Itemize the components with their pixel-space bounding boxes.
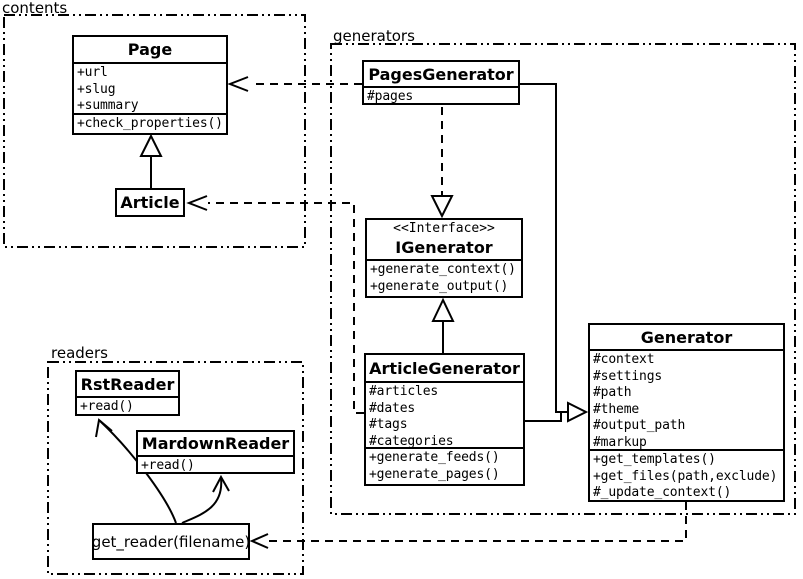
get-reader-label: get_reader(filename) [91, 532, 251, 551]
class-generator-attributes: #context #settings #path #theme #output_… [590, 349, 783, 449]
class-articlegenerator-name: ArticleGenerator [369, 358, 520, 378]
readers-package-border [47, 361, 304, 575]
class-generator-methods: +get_templates() +get_files(path,exclude… [590, 449, 783, 500]
rel-generator-depends-on-getreader [249, 502, 687, 549]
class-page-attributes: +url +slug +summary [74, 62, 226, 113]
class-page: Page +url +slug +summary +check_properti… [72, 35, 228, 135]
rel-generators-inherit-generator [520, 83, 589, 423]
generators-package-label: generators [333, 27, 415, 45]
class-articlegenerator-methods: +generate_feeds() +generate_pages() [366, 447, 523, 484]
class-article-name: Article [120, 193, 180, 212]
class-articlegenerator-attributes: #articles #dates #tags #categories [366, 381, 523, 447]
class-rstreader-name: RstReader [80, 374, 175, 394]
rel-article-inherits-page [139, 133, 163, 188]
class-generator-name: Generator [640, 327, 733, 347]
class-pagesgenerator: PagesGenerator #pages [362, 60, 520, 105]
class-article: Article [115, 188, 185, 217]
class-pagesgenerator-attributes: #pages [364, 86, 518, 103]
interface-igenerator-methods: +generate_context() +generate_output() [367, 259, 521, 296]
contents-package-label: contents [2, 0, 68, 17]
get-reader-box: get_reader(filename) [92, 523, 250, 560]
interface-igenerator-name: IGenerator [395, 238, 493, 257]
class-mardownreader-name: MardownReader [141, 434, 290, 453]
rel-pagesgenerator-realizes-igenerator [430, 107, 454, 219]
contents-package-border [3, 14, 306, 248]
class-pagesgenerator-name: PagesGenerator [368, 64, 514, 84]
generators-package-border [330, 43, 796, 515]
interface-igenerator-header: <<Interface>> IGenerator [367, 220, 521, 259]
rel-pagesgenerator-depends-on-page [227, 76, 362, 92]
class-mardownreader-methods: +read() [138, 455, 293, 472]
interface-igenerator-stereotype: <<Interface>> [393, 221, 495, 236]
class-generator: Generator #context #settings #path #them… [588, 323, 785, 502]
class-rstreader: RstReader +read() [75, 370, 180, 416]
class-page-methods: +check_properties() [74, 113, 226, 133]
class-articlegenerator: ArticleGenerator #articles #dates #tags … [364, 353, 525, 486]
rel-articlegenerator-implements-igenerator [431, 297, 455, 353]
interface-igenerator: <<Interface>> IGenerator +generate_conte… [365, 218, 523, 298]
class-rstreader-methods: +read() [77, 396, 178, 414]
class-page-name: Page [127, 40, 173, 59]
rel-articlegenerator-depends-on-article [186, 195, 364, 414]
class-mardownreader: MardownReader +read() [136, 430, 295, 474]
rel-getreader-to-mardownreader [181, 474, 230, 524]
readers-package-label: readers [51, 344, 108, 362]
rel-getreader-to-rstreader [95, 418, 177, 524]
